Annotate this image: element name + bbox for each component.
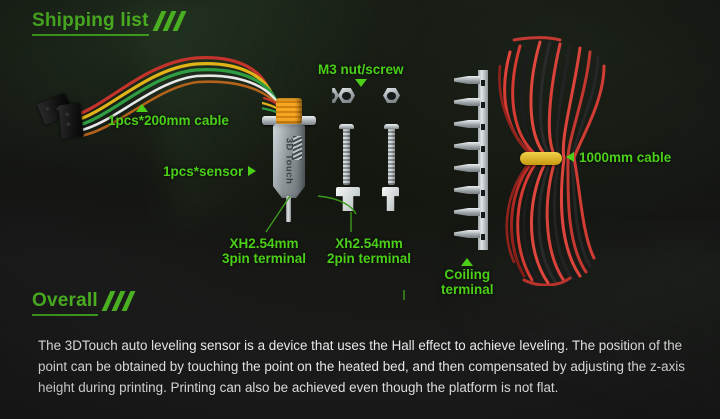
- arrow-up-icon: [461, 258, 474, 266]
- label-coiling-line2: terminal: [441, 282, 494, 297]
- label-cable-1000mm-text: 1000mm cable: [579, 150, 672, 165]
- crimp-terminal: [454, 98, 480, 106]
- overall-heading-text: Overall: [32, 290, 98, 316]
- label-cable-200mm-text: 1pcs*200mm cable: [108, 113, 229, 128]
- crimp-terminal: [454, 230, 480, 238]
- m3-screw-shank-1: [343, 129, 350, 185]
- label-xh-3pin-terminal: XH2.54mm 3pin terminal: [222, 236, 306, 266]
- label-cable-200mm: 1pcs*200mm cable: [108, 104, 229, 128]
- label-coiling-line1: Coiling: [444, 267, 491, 282]
- label-xh-3pin-line1: XH2.54mm: [229, 236, 299, 251]
- sensor-body: 3D Touch: [273, 124, 305, 198]
- crimp-terminal: [454, 142, 480, 150]
- label-m3-nut-screw: M3 nut/screw: [318, 62, 404, 87]
- sensor-coil: [276, 98, 302, 124]
- label-coiling-terminal: Coiling terminal: [441, 258, 494, 297]
- xh-3pin-terminal-housing: [336, 187, 360, 211]
- label-sensor: 1pcs*sensor: [163, 164, 257, 179]
- cable-yellow-tie: [520, 152, 562, 165]
- cable-connector-right: [58, 102, 84, 140]
- label-m3-nut-screw-text: M3 nut/screw: [318, 62, 404, 77]
- m3-nut-1: [338, 88, 355, 103]
- arrow-down-icon: [354, 79, 367, 87]
- terminal-carrier-rail: [478, 70, 488, 250]
- arrow-right-icon: [248, 166, 257, 176]
- label-xh-2pin-line2: 2pin terminal: [327, 251, 412, 266]
- shipping-list-heading: Shipping list: [32, 10, 189, 36]
- sensor-brand-text: 3D Touch: [283, 137, 295, 185]
- slashes-decoration-icon: [101, 291, 138, 311]
- crimp-terminal: [454, 208, 480, 216]
- label-sensor-text: 1pcs*sensor: [163, 164, 244, 179]
- cable-200mm-image: [36, 42, 286, 147]
- label-xh-2pin-terminal: Xh2.54mm 2pin terminal: [327, 236, 411, 266]
- m3-nut-2: [383, 88, 400, 103]
- 3dtouch-sensor-image: 3D Touch: [262, 96, 316, 228]
- shipping-list-heading-text: Shipping list: [32, 10, 149, 36]
- label-cable-1000mm: 1000mm cable: [566, 150, 671, 165]
- m3-screw-shank-2: [388, 129, 395, 185]
- xh-2pin-terminal-housing: [382, 187, 399, 211]
- crimp-terminal: [454, 120, 480, 128]
- arrow-up-icon: [136, 104, 148, 112]
- sensor-probe-pin: [286, 196, 291, 222]
- slashes-decoration-icon: [152, 11, 189, 31]
- overall-heading: Overall: [32, 290, 138, 316]
- crimp-terminal: [454, 164, 480, 172]
- crimp-terminal: [454, 76, 480, 84]
- hardware-group-image: [330, 84, 440, 214]
- arrow-left-icon: [566, 152, 574, 162]
- label-xh-2pin-line1: Xh2.54mm: [335, 236, 403, 251]
- overall-paragraph: The 3DTouch auto leveling sensor is a de…: [38, 338, 685, 396]
- coiling-terminal-strip-image: [452, 70, 494, 250]
- label-xh-3pin-line2: 3pin terminal: [222, 251, 307, 266]
- crimp-terminal: [454, 186, 480, 194]
